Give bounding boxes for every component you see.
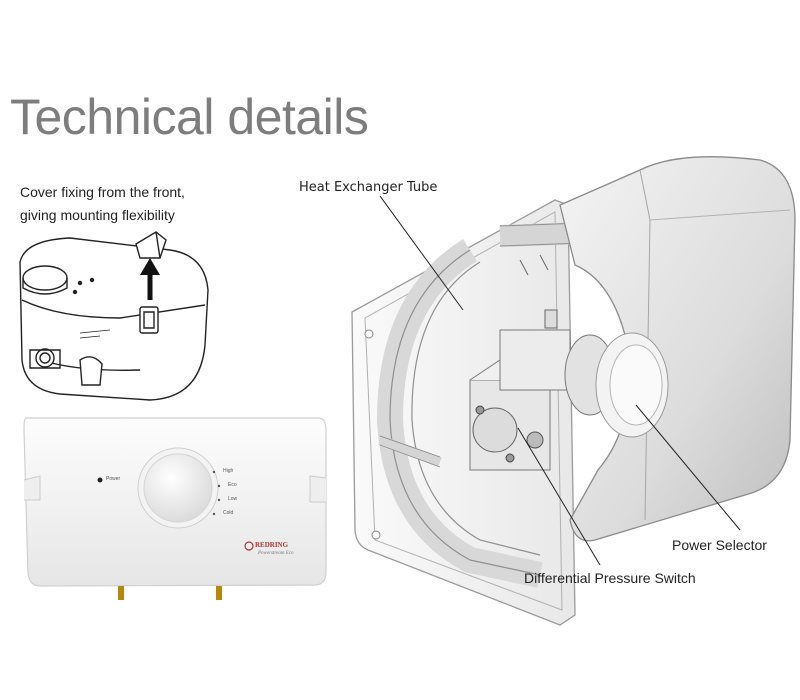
cover-note-line1: Cover fixing from the front, <box>20 184 185 200</box>
power-selector-label: Power Selector <box>672 537 767 553</box>
heat-exchanger-label: Heat Exchanger Tube <box>299 180 438 195</box>
differential-pressure-switch-label: Differential Pressure Switch <box>524 570 696 586</box>
model-name: Powerstream Eco <box>258 551 294 556</box>
page-title: Technical details <box>10 89 369 145</box>
power-led-label: Power <box>106 476 121 482</box>
mode-label-high: High <box>223 468 234 474</box>
mode-label-cold: Cold <box>223 510 234 516</box>
brand-logo: REDRING <box>255 541 289 549</box>
mode-label-low: Low <box>228 496 238 502</box>
cover-note-line2: giving mounting flexibility <box>20 207 175 223</box>
cover-fixing-note: Cover fixing from the front, giving moun… <box>20 181 185 227</box>
mode-label-eco: Eco <box>228 482 237 488</box>
